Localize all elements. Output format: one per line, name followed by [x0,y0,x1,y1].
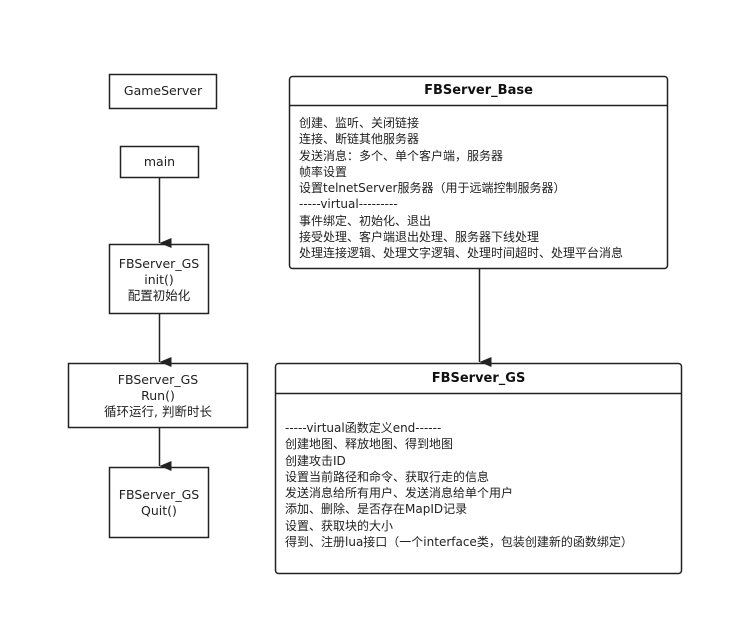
quit-box[interactable] [108,466,210,539]
init-label-line: 配置初始化 [127,288,191,303]
class-gs-line: 创建攻击ID [285,453,346,468]
class-base-line: 创建、监听、关闭链接 [299,116,420,130]
gameserver-label-text: GameServer [123,83,203,98]
class-gs-line: 得到、注册lua接口（一个interface类，包装创建新的函数绑定） [285,535,633,550]
class-base-line: -----virtual--------- [299,197,398,212]
class-gs-body: -----virtual函数定义end------ 创建地图、释放地图、得到地图… [285,420,633,550]
class-gs-line: 发送消息给所有用户、发送消息给单个用户 [285,486,514,501]
class-gs-line: -----virtual函数定义end------ [285,421,442,435]
run-box[interactable] [67,362,249,429]
class-base-line: 发送消息：多个、单个客户端，服务器 [299,148,504,163]
quit-label-line: Quit() [141,503,177,518]
class-base-line: 接受处理、客户端退出处理、服务器下线处理 [299,230,540,245]
class-gs-line: 设置当前路径和命令、获取行走的信息 [285,469,490,484]
class-gs-box[interactable] [274,362,683,575]
run-label-line: 循环运行, 判断时长 [104,404,212,419]
run-label: FBServer_GS Run() 循环运行, 判断时长 [69,372,247,420]
init-label: FBServer_GS init() 配置初始化 [110,256,208,304]
class-base-line: 连接、断链其他服务器 [299,132,420,147]
main-box[interactable] [119,145,200,179]
run-label-line: FBServer_GS [117,372,199,387]
class-base-line: 帧率设置 [299,164,348,179]
class-base-title: FBServer_Base [424,83,533,98]
class-gs-line: 添加、删除、是否存在MapID记录 [285,502,468,517]
class-gs-line: 创建地图、释放地图、得到地图 [285,437,454,452]
main-label: main [121,154,198,170]
init-label-line: init() [144,272,174,287]
quit-label: FBServer_GS Quit() [110,487,208,519]
class-base-box[interactable] [288,75,669,270]
init-label-line: FBServer_GS [118,256,200,271]
gameserver-box[interactable] [108,73,218,110]
class-base-line: 处理连接逻辑、处理文字逻辑、处理时间超时、处理平台消息 [299,246,624,261]
class-base-line: 设置telnetServer服务器（用于远端控制服务器） [299,181,566,196]
quit-label-line: FBServer_GS [118,487,200,502]
class-base-line: 事件绑定、初始化、退出 [299,213,432,228]
class-base-body: 创建、监听、关闭链接 连接、断链其他服务器 发送消息：多个、单个客户端，服务器 … [299,115,623,262]
main-label-text: main [143,154,176,169]
run-label-line: Run() [141,388,175,403]
init-box[interactable] [108,243,210,315]
gameserver-label: GameServer [110,83,216,99]
class-gs-line: 设置、获取块的大小 [285,518,394,533]
class-gs-title: FBServer_GS [431,371,526,386]
